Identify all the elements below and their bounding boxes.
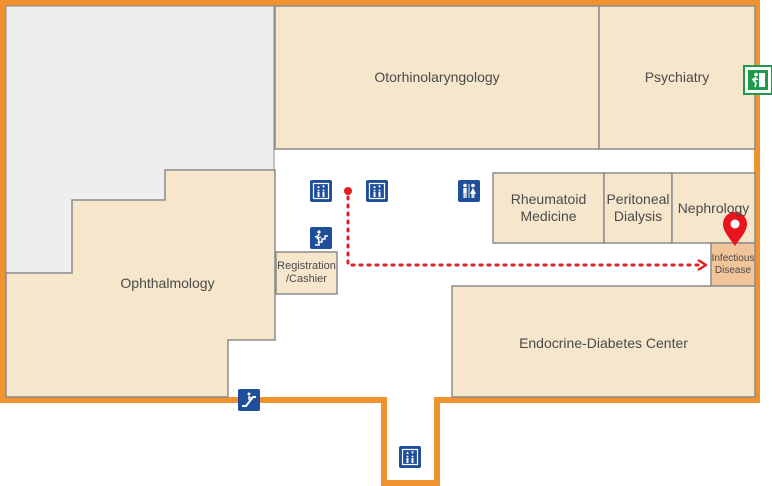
label-otorhinolaryngology: Otorhinolaryngology <box>374 68 500 85</box>
room-ophthalmology <box>5 169 276 398</box>
room-endocrine <box>451 285 756 398</box>
route-start-dot <box>344 187 352 195</box>
location-pin-icon <box>723 212 747 246</box>
room-registration <box>275 251 338 295</box>
label-rheumatoid: Rheumatoid Medicine <box>510 191 587 224</box>
elevator-icon <box>399 446 421 468</box>
label-registration: Registration /Cashier <box>277 259 336 285</box>
stairs-icon <box>310 227 332 249</box>
label-ophthalmology: Ophthalmology <box>120 274 215 291</box>
room-infectious <box>710 242 756 287</box>
escalator-icon <box>238 389 260 411</box>
elevator-icon <box>366 180 388 202</box>
room-rheumatoid <box>492 172 605 244</box>
label-peritoneal: Peritoneal Dialysis <box>606 191 670 224</box>
label-nephrology: Nephrology <box>677 199 750 216</box>
room-peritoneal <box>603 172 673 244</box>
route-arrow <box>697 258 708 272</box>
label-endocrine: Endocrine-Diabetes Center <box>519 334 688 351</box>
room-otorhinolaryngology <box>274 5 600 150</box>
restroom-icon <box>458 180 480 202</box>
emergency-exit-icon <box>743 65 772 95</box>
elevator-icon <box>310 180 332 202</box>
label-infectious: Infectious Disease <box>711 253 755 276</box>
label-psychiatry: Psychiatry <box>644 68 710 85</box>
route-path <box>346 195 702 267</box>
